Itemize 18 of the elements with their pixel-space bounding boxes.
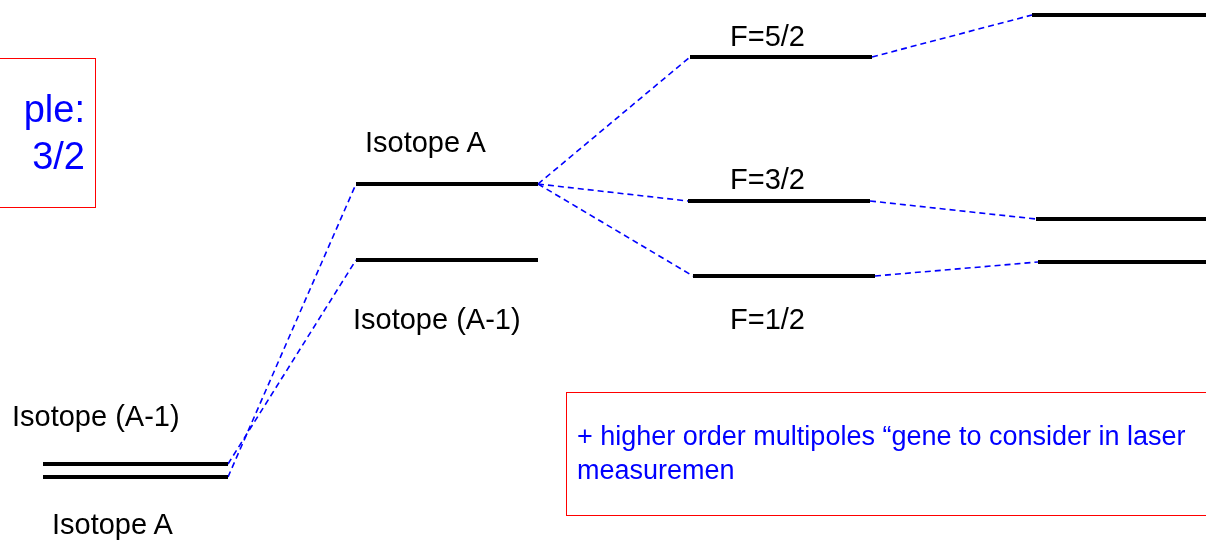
note-box: [0, 58, 96, 208]
dashed-connector: [537, 183, 689, 202]
level-label: Isotope (A-1): [12, 402, 180, 431]
level-label: Isotope A: [365, 128, 486, 157]
dashed-connector: [227, 259, 357, 465]
level-label: F=5/2: [730, 22, 805, 51]
dashed-connector: [537, 56, 691, 185]
dashed-connector: [537, 183, 694, 277]
level-label: F=1/2: [730, 305, 805, 334]
level-label: Isotope (A-1): [353, 305, 521, 334]
note-text: + higher order multipoles “gene to consider in laser measuremen: [577, 420, 1187, 487]
dashed-connector: [871, 14, 1033, 58]
note-box: [566, 392, 1206, 516]
level-label: Isotope A: [52, 510, 173, 539]
dashed-connector: [869, 200, 1037, 220]
level-label: F=3/2: [730, 165, 805, 194]
note-text: ple: 3/2: [22, 86, 85, 179]
dashed-connector: [874, 261, 1039, 277]
